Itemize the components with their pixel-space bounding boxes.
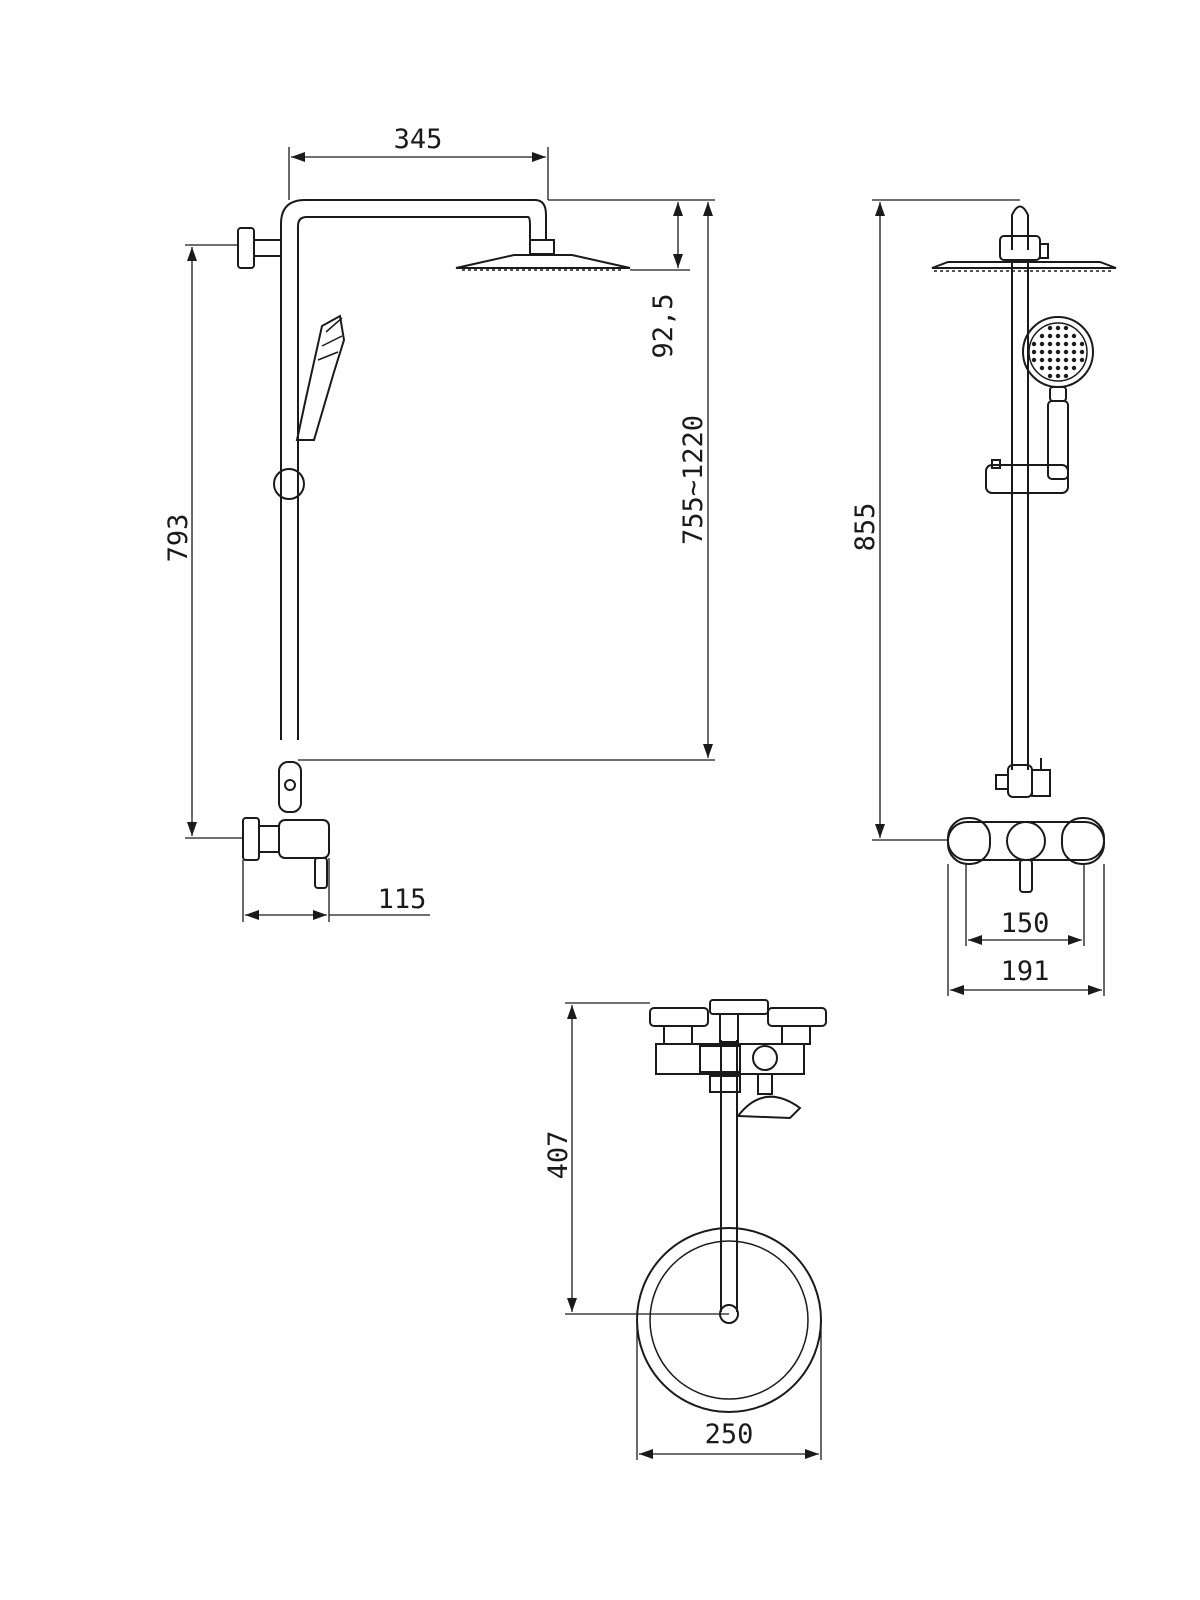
plan-hand-shower	[736, 1073, 802, 1120]
plan-rain-head-inner	[649, 1240, 809, 1400]
nozzle-dot	[1055, 349, 1061, 355]
nozzle-dot	[1071, 365, 1077, 371]
nozzle-dot	[1079, 341, 1085, 347]
nozzle-dot	[1039, 341, 1045, 347]
dim-mixer-width: 191	[1001, 956, 1050, 987]
nozzle-dot	[1055, 325, 1061, 331]
nozzle-dot	[1079, 357, 1085, 363]
nozzle-dot	[1047, 373, 1053, 379]
nozzle-dot	[1031, 341, 1037, 347]
slider-bracket-front	[985, 459, 1069, 494]
nozzle-dot	[1039, 365, 1045, 371]
nozzle-dot	[1047, 349, 1053, 355]
riser-pipe-inner	[297, 216, 531, 740]
plan-rain-head-outer	[636, 1227, 822, 1413]
nozzle-dot	[1055, 357, 1061, 363]
nozzle-dot	[1079, 349, 1085, 355]
nozzle-dot	[1039, 349, 1045, 355]
dim-plan-depth: 407	[543, 1131, 574, 1180]
nozzle-dot	[1031, 349, 1037, 355]
nozzle-dot	[1063, 357, 1069, 363]
nozzle-dot	[1063, 373, 1069, 379]
nozzle-dot	[1063, 349, 1069, 355]
dim-height-range: 755~1220	[678, 415, 709, 545]
nozzle-dot	[1047, 325, 1053, 331]
dim-head-diameter: 250	[705, 1419, 754, 1450]
nozzle-dot	[1055, 333, 1061, 339]
slider-knob	[273, 468, 305, 500]
nozzle-dot	[1063, 341, 1069, 347]
nozzle-dot	[1071, 333, 1077, 339]
nozzle-dot	[1071, 341, 1077, 347]
nozzle-dot	[1055, 341, 1061, 347]
plan-view: 407 250	[543, 999, 827, 1460]
diverter	[278, 761, 302, 813]
dim-mixer-depth: 115	[378, 884, 427, 915]
rain-shower-head-side	[455, 239, 631, 271]
dim-bar-height-side: 793	[163, 514, 194, 563]
diverter-front	[995, 758, 1051, 798]
nozzle-dot	[1039, 333, 1045, 339]
nozzle-dot	[1047, 357, 1053, 363]
front-view: 855 150 191	[850, 199, 1117, 996]
nozzle-dot	[1071, 357, 1077, 363]
mixer-side	[242, 817, 330, 889]
front-top-cap	[1011, 205, 1029, 250]
hand-shower-front	[1022, 316, 1094, 480]
mixer-front	[947, 817, 1105, 893]
dim-arm-length: 345	[394, 124, 443, 155]
hand-shower-side	[295, 314, 346, 441]
nozzle-dot	[1039, 357, 1045, 363]
dim-head-drop: 92,5	[648, 293, 679, 358]
nozzle-dot	[1031, 357, 1037, 363]
nozzle-dot	[1047, 365, 1053, 371]
nozzle-dot	[1071, 349, 1077, 355]
side-view: 345 92,5 755~1220 793 115	[163, 124, 715, 922]
nozzle-dot	[1055, 373, 1061, 379]
wall-bracket	[237, 227, 282, 269]
nozzle-dot	[1047, 341, 1053, 347]
nozzle-dot	[1063, 333, 1069, 339]
nozzle-dot	[1063, 325, 1069, 331]
nozzle-dot	[1055, 365, 1061, 371]
nozzle-dot	[1063, 365, 1069, 371]
nozzle-dot	[1047, 333, 1053, 339]
riser-pipe	[280, 199, 547, 740]
rain-shower-head-front	[931, 261, 1117, 272]
dim-inlet-centers: 150	[1001, 908, 1050, 939]
dim-bar-height-front: 855	[850, 503, 881, 552]
